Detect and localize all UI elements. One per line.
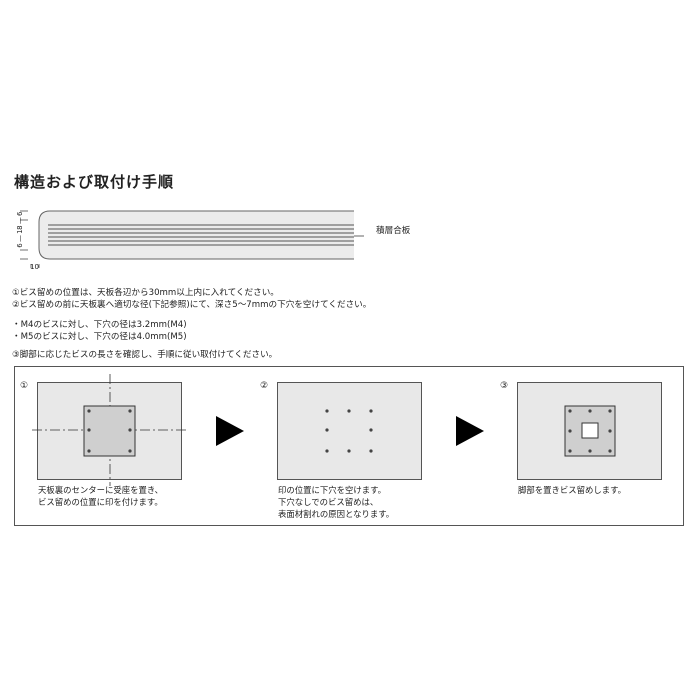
step-1-number: ① [20,381,29,391]
step-2-panel [277,382,422,480]
step-2-number: ② [260,381,269,391]
arrow-right-icon [456,416,484,446]
procedure-frame [14,366,684,526]
step-1-caption-line-1: 天板裏のセンターに受座を置き、 [38,485,164,495]
page-title: 構造および取付け手順 [14,173,175,191]
step-2-caption: 印の位置に下穴を空けます。 下穴なしでのビス留めは、 表面材割れの原因となります… [278,484,394,520]
step-2-caption-line-3: 表面材割れの原因となります。 [278,509,395,519]
step-2-caption-line-2: 下穴なしでのビス留めは、 [278,497,379,507]
step-3-caption: 脚部を置きビス留めします。 [518,484,626,496]
note-line-3: ・M4のビスに対し、下穴の径は3.2mm(M4) [12,320,187,330]
note-line-1: ①ビス留めの位置は、天板各辺から30mm以上内に入れてください。 [12,288,279,298]
dimension-vertical: 6 — 18 — 6 [16,212,24,248]
step-1-panel [32,374,187,486]
step-3-number: ③ [500,381,509,391]
note-line-2: ②ビス留めの前に天板裏へ適切な径(下記参照)にて、深さ5～7mmの下穴を空けてく… [12,300,372,310]
step-3-panel [517,382,662,480]
arrow-right-icon [216,416,244,446]
note-line-4: ・M5のビスに対し、下穴の径は4.0mm(M5) [12,332,187,342]
step-1-illustration [32,374,187,486]
step-2-illustration [325,409,373,453]
step-2-caption-line-1: 印の位置に下穴を空けます。 [278,485,387,495]
step-3-caption-line-1: 脚部を置きビス留めします。 [518,485,627,495]
dimension-horizontal: 10 [30,263,39,271]
step-3-illustration [564,405,616,457]
step-1-caption-line-2: ビス留めの位置に印を付けます。 [38,497,163,507]
layer-label: 積層合板 [376,226,411,236]
board-section-diagram [20,210,364,268]
step-1-caption: 天板裏のセンターに受座を置き、 ビス留めの位置に印を付けます。 [38,484,163,508]
note-line-5: ③脚部に応じたビスの長さを確認し、手順に従い取付けてください。 [12,350,278,360]
